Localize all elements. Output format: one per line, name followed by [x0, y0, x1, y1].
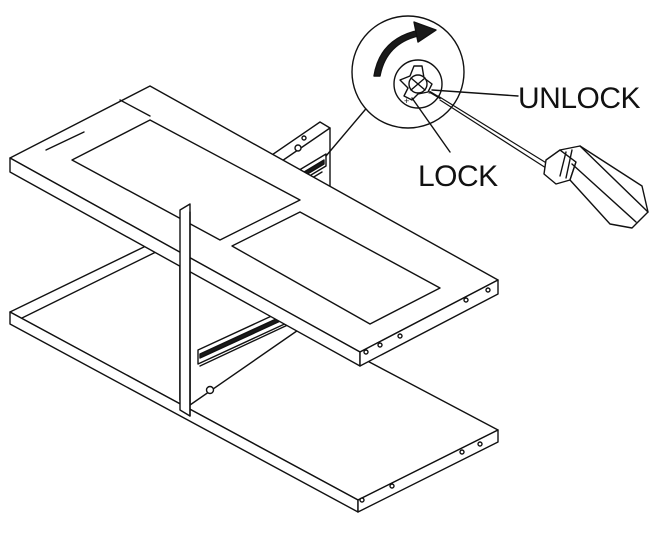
front-side-panel	[179, 203, 191, 417]
unlock-leader-line	[431, 89, 519, 97]
clockwise-arrow-icon	[373, 21, 437, 77]
zoom-detail-circle: + −	[351, 15, 465, 129]
svg-text:+: +	[404, 96, 409, 106]
lock-leader-line	[411, 97, 451, 153]
lock-label: LOCK	[418, 160, 498, 193]
unlock-label: UNLOCK	[518, 82, 641, 115]
screwdriver-icon	[429, 91, 649, 229]
cam-lock-icon: + −	[393, 59, 443, 109]
leader-line	[325, 103, 371, 157]
